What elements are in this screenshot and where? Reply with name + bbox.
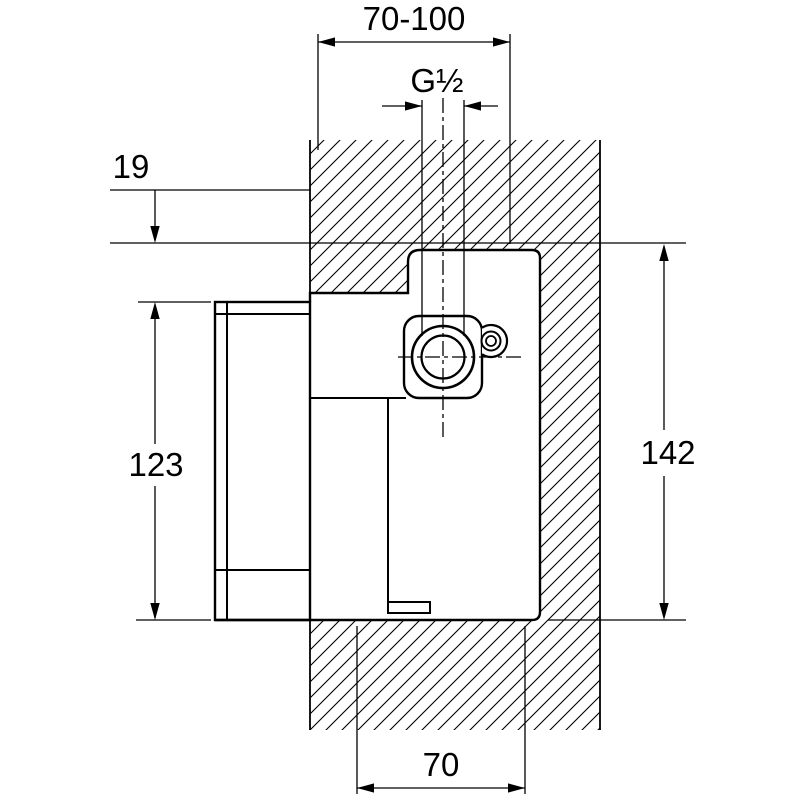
- bottom-clip: [387, 601, 431, 614]
- dim-label-height-box: 123: [128, 446, 183, 483]
- arrow-left-icon: [357, 783, 374, 793]
- dim-label-height-total: 142: [640, 434, 695, 471]
- valve-main-outline: [215, 248, 542, 622]
- valve-body: [213, 248, 542, 622]
- arrow-down-icon: [150, 603, 160, 620]
- dim-label-depth-range: 70-100: [363, 0, 466, 37]
- arrow-up-icon: [659, 244, 669, 261]
- arrow-right-icon: [508, 783, 525, 793]
- g-half-port: [398, 98, 524, 440]
- dim-depth-range: 70-100: [317, 0, 511, 244]
- rear-box: [213, 300, 312, 622]
- dim-thread: G½: [382, 62, 498, 336]
- arrow-left-icon: [405, 101, 422, 111]
- arrow-right-icon: [464, 101, 481, 111]
- arrow-left-icon: [318, 37, 335, 47]
- arrow-right-icon: [493, 37, 510, 47]
- dim-offset-top: 19: [110, 148, 686, 244]
- valve-silhouette: [215, 250, 540, 620]
- arrow-up-icon: [150, 302, 160, 319]
- arrow-down-icon: [150, 226, 160, 243]
- dim-height-total: 142: [548, 244, 696, 621]
- centerlines: [398, 98, 524, 440]
- dim-depth-bottom: 70: [356, 626, 526, 794]
- ear-hole-inner-circle: [485, 335, 497, 347]
- dim-label-offset-top: 19: [113, 148, 150, 185]
- dim-height-box: 123: [128, 301, 211, 621]
- dim-label-thread: G½: [410, 62, 463, 99]
- arrow-down-icon: [659, 603, 669, 620]
- dim-label-depth-bottom: 70: [423, 746, 460, 783]
